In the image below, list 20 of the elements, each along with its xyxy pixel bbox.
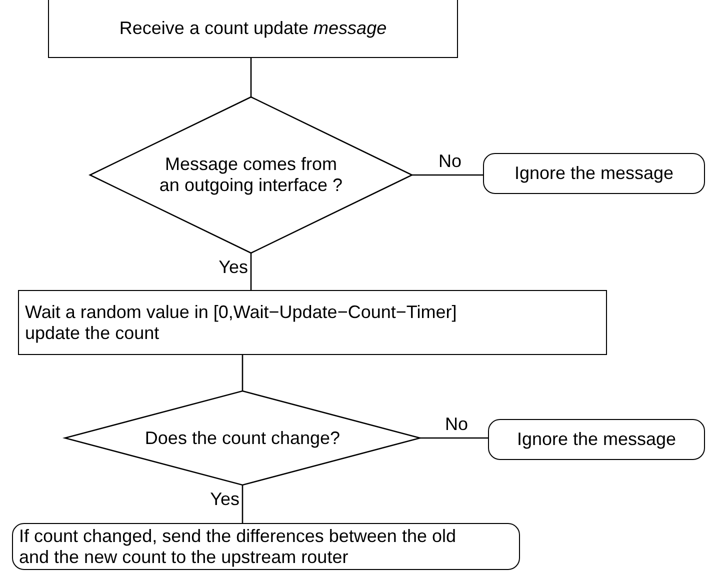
node-text: Receive a count update message — [118, 18, 388, 38]
connector-line — [242, 355, 244, 391]
node-text: Does the count change? — [144, 428, 342, 448]
connector-line — [250, 58, 252, 97]
terminal-box — [12, 523, 520, 570]
node-text: Ignore the message — [513, 163, 675, 184]
terminal-box — [483, 153, 705, 194]
node-text: Wait a random value in [0,Wait−Update−Count−Timer] update the count — [25, 302, 458, 344]
connector-line — [420, 437, 488, 439]
process-box — [48, 0, 458, 58]
node-text: Message comes from an outgoing interface ? — [158, 154, 344, 196]
node-text: If count changed, send the differences between the old and the new count to the upstream router — [19, 526, 457, 568]
node-text: Ignore the message — [516, 429, 678, 450]
process-box — [18, 290, 607, 355]
connector-line — [242, 485, 244, 523]
terminal-box — [488, 419, 705, 460]
connector-line — [412, 174, 483, 176]
decision-diamond — [90, 97, 412, 253]
connector-line — [250, 253, 252, 290]
decision-diamond — [65, 391, 420, 485]
